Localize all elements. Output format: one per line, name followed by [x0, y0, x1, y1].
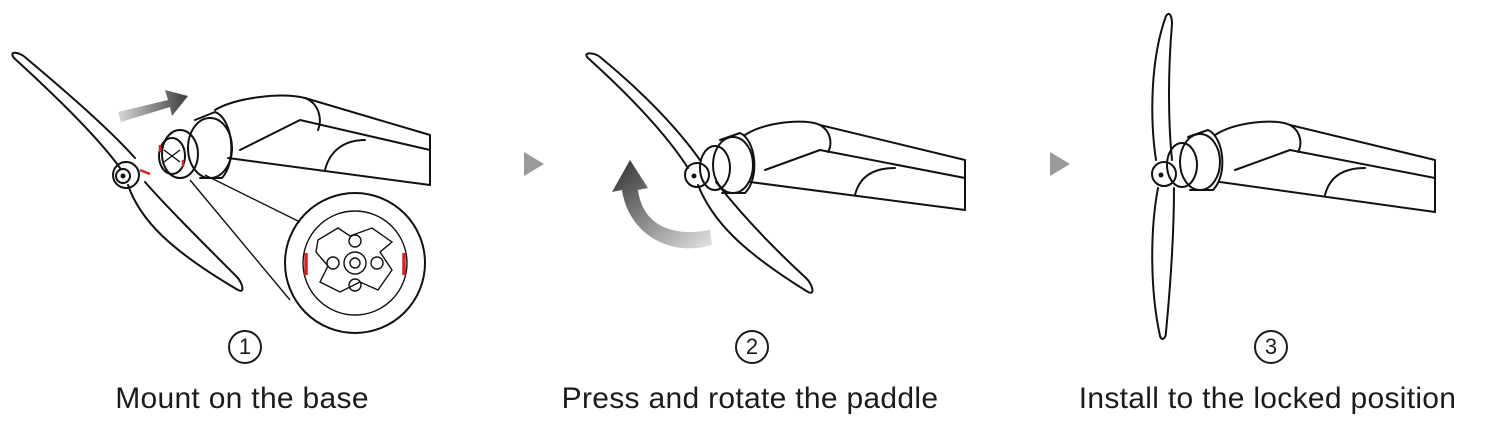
propeller-1 — [11, 51, 244, 292]
step-1-caption: Mount on the base — [115, 382, 369, 415]
next-step-arrow-icon — [524, 152, 544, 176]
step-3-illustration — [1151, 12, 1436, 340]
motor-1 — [158, 111, 233, 179]
step-3-caption: Install to the locked position — [1078, 382, 1457, 415]
rotate-arrow-icon — [612, 160, 712, 249]
propeller-2 — [585, 52, 814, 294]
arm-1 — [214, 94, 431, 186]
motor-3 — [1166, 129, 1224, 191]
motor-2 — [699, 132, 756, 194]
push-arrow-icon — [118, 90, 188, 122]
zoom-callout — [189, 174, 426, 334]
step-1-number: 1 — [228, 330, 262, 364]
step-2-caption: Press and rotate the paddle — [561, 382, 939, 415]
step-2-number: 2 — [735, 330, 769, 364]
propeller-3 — [1151, 12, 1177, 340]
step-1-illustration — [11, 51, 431, 334]
arm-2 — [744, 120, 966, 211]
step-3-number: 3 — [1254, 330, 1288, 364]
step-2-illustration — [585, 52, 966, 294]
next-step-arrow-icon — [1050, 152, 1070, 176]
arm-3 — [1214, 120, 1436, 213]
